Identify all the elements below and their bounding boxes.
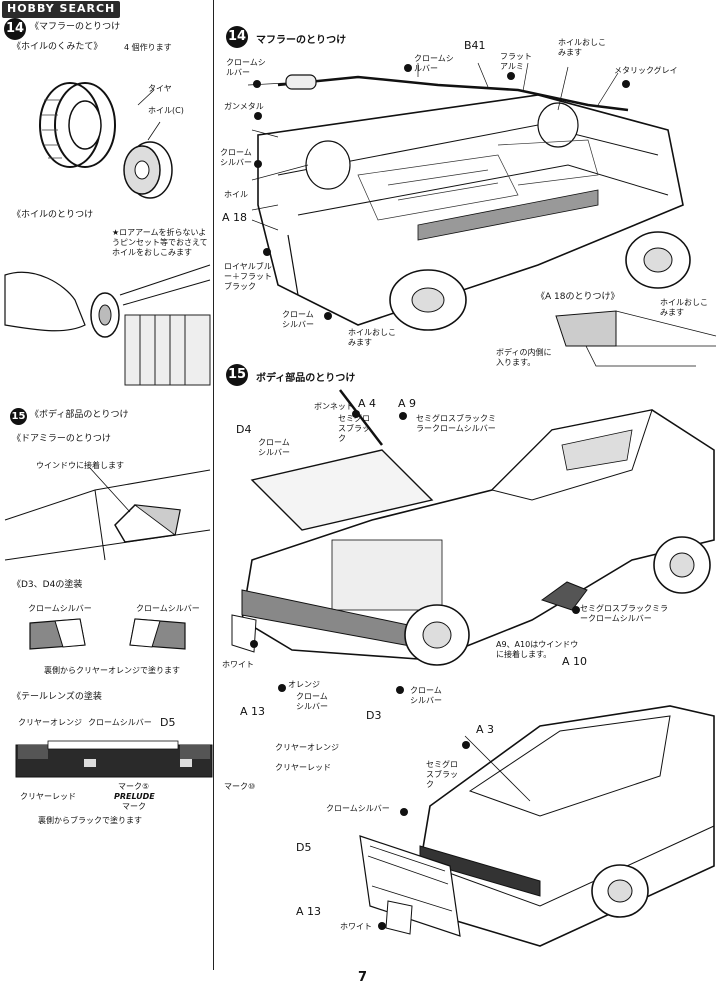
car-front-drawing [231, 389, 715, 666]
paint-dot [278, 684, 286, 692]
semigloss-black-label: セミグロスブラック [338, 414, 370, 443]
paint-dot [253, 80, 261, 88]
paint-dot [250, 640, 258, 648]
wheel-attach-drawing [4, 264, 211, 386]
paint-dot [622, 80, 630, 88]
d3d4-chrome-left: クロームシルバー [28, 604, 92, 613]
step-15-badge: 15 [226, 364, 248, 386]
part-d3: D3 [366, 709, 382, 722]
d3d4-back-note: 裏側からクリヤーオレンジで塗ります [44, 666, 180, 675]
tail-prelude: PRELUDE [114, 792, 155, 801]
part-b41: B41 [464, 39, 486, 52]
semigloss-mirror-label: セミグロスブラックミラークロームシルバー [416, 414, 496, 433]
orange-label: オレンジ [288, 680, 320, 689]
tail-back-black: 裏側からブラックで塗ります [38, 816, 142, 825]
tail-lens-title: 《テールレンズの塗装 [12, 692, 102, 702]
step-14-badge: 14 [226, 26, 248, 48]
paint-dot [507, 72, 515, 80]
tail-mark10: マーク⑩ [224, 782, 256, 791]
wheel-build-note: 4 個作ります [124, 43, 172, 52]
mirror-note: ウインドウに接着します [36, 461, 124, 470]
page-number: 7 [358, 970, 368, 985]
semigloss-black-label-2: セミグロスブラック [426, 760, 458, 789]
part-a10: A 10 [562, 655, 588, 668]
part-d5: D5 [296, 841, 312, 854]
tail-mark: マーク [122, 802, 146, 811]
metallic-grey-label: メタリックグレイ [614, 66, 678, 75]
paint-dot [399, 412, 407, 420]
wheel-attach-note: ★ロアアームを折らないようピンセット等でおさえてホイルをおしこみます [112, 228, 208, 257]
site-logo: HOBBY SEARCH [2, 1, 121, 18]
tire-wheel-drawing [39, 82, 173, 199]
wheel-build-title: 《ホイルのくみたて》 [12, 42, 103, 52]
mirror-attach-title: 《ドアミラーのとりつけ [12, 434, 111, 444]
chrome-silver-label-5: クロームシルバー [296, 692, 328, 711]
chrome-silver-d4: クロームシルバー [258, 438, 290, 457]
tail-mark5: マーク⑤ [118, 782, 150, 791]
wheel-push-top-label: ホイルおしこみます [558, 38, 606, 57]
a9a10-note: A9、A10はウインドウに接着します。 [496, 640, 579, 659]
wheel-attach-title: 《ホイルのとりつけ [12, 210, 94, 220]
step-14-badge-left: 14 [4, 18, 26, 40]
paint-dot [572, 606, 580, 614]
tail-d5-code: D5 [160, 716, 176, 729]
paint-dot [378, 922, 386, 930]
step-15-badge-left: 15 [10, 408, 27, 425]
white-label-2: ホワイト [340, 922, 372, 931]
gunmetal-label: ガンメタル [224, 102, 264, 111]
paint-dot [352, 410, 360, 418]
royal-blue-label: ロイヤルブルー＋フラットブラック [224, 262, 272, 291]
paint-dot [324, 312, 332, 320]
wheel-left-label: ホイル [224, 190, 248, 199]
body-parts-title-left: 《ボディ部品のとりつけ [30, 410, 129, 420]
a18-detail-drawing [555, 310, 717, 367]
car-rear-drawing [359, 705, 715, 947]
car-underbody-drawing [247, 62, 691, 331]
tail-clear-red-left: クリヤーレッド [20, 792, 76, 801]
flat-alumi-label: フラットアルミ [500, 52, 532, 71]
bonnet-label: ボンネット [314, 402, 354, 411]
paint-dot [254, 160, 262, 168]
part-a4: A 4 [358, 397, 377, 410]
muffler-attach-title-left: 《マフラーのとりつけ [30, 22, 121, 32]
white-label: ホワイト [222, 660, 254, 669]
muffler-attach-title: マフラーのとりつけ [256, 35, 347, 46]
d3d4-chrome-right: クロームシルバー [136, 604, 200, 613]
tail-lens-drawing [15, 740, 213, 778]
paint-dot [396, 686, 404, 694]
semigloss-mirror-label-2: セミグロスブラックミラークロームシルバー [580, 604, 668, 623]
tail-chrome-top: クロームシルバー [88, 718, 152, 727]
tail-clear-orange-right: クリヤーオレンジ [275, 743, 339, 752]
chrome-silver-label-6: クロームシルバー [410, 686, 442, 705]
wheel-push-bottom-label: ホイルおしこみます [348, 328, 396, 347]
part-a13: A 13 [240, 705, 266, 718]
body-parts-title: ボディ部品のとりつけ [256, 373, 356, 384]
paint-dot [404, 64, 412, 72]
paint-dot [263, 248, 271, 256]
tire-label: タイヤ [148, 84, 172, 93]
a18-attach-title: 《A 18のとりつけ》 [536, 292, 620, 302]
chrome-silver-label-2: クロームシルバー [414, 54, 454, 73]
part-a9: A 9 [398, 397, 417, 410]
door-mirror-drawing [4, 467, 211, 561]
chrome-silver-label-7: クロームシルバー [326, 804, 390, 813]
part-a18: A 18 [222, 211, 248, 224]
chrome-silver-label-1: クロームシルバー [226, 58, 266, 77]
paint-dot [400, 808, 408, 816]
paint-dot [462, 741, 470, 749]
column-divider [213, 0, 214, 970]
body-inside-label: ボディの内側に入ります。 [496, 348, 552, 367]
d3d4-paint-title: 《D3、D4の塗装 [12, 580, 83, 590]
wheel-c-label: ホイル(C) [148, 106, 184, 115]
tail-clear-orange-top: クリヤーオレンジ [18, 718, 82, 727]
tail-clear-red-right: クリヤーレッド [275, 763, 331, 772]
part-a13-rear: A 13 [296, 905, 322, 918]
wheel-push-right-label: ホイルおしこみます [660, 298, 708, 317]
paint-dot [254, 112, 262, 120]
d3d4-lens-drawing [29, 618, 186, 650]
chrome-silver-label-4: クロームシルバー [282, 310, 314, 329]
chrome-silver-label-3: クロームシルバー [220, 148, 252, 167]
part-a3: A 3 [476, 723, 495, 736]
part-d4: D4 [236, 423, 252, 436]
